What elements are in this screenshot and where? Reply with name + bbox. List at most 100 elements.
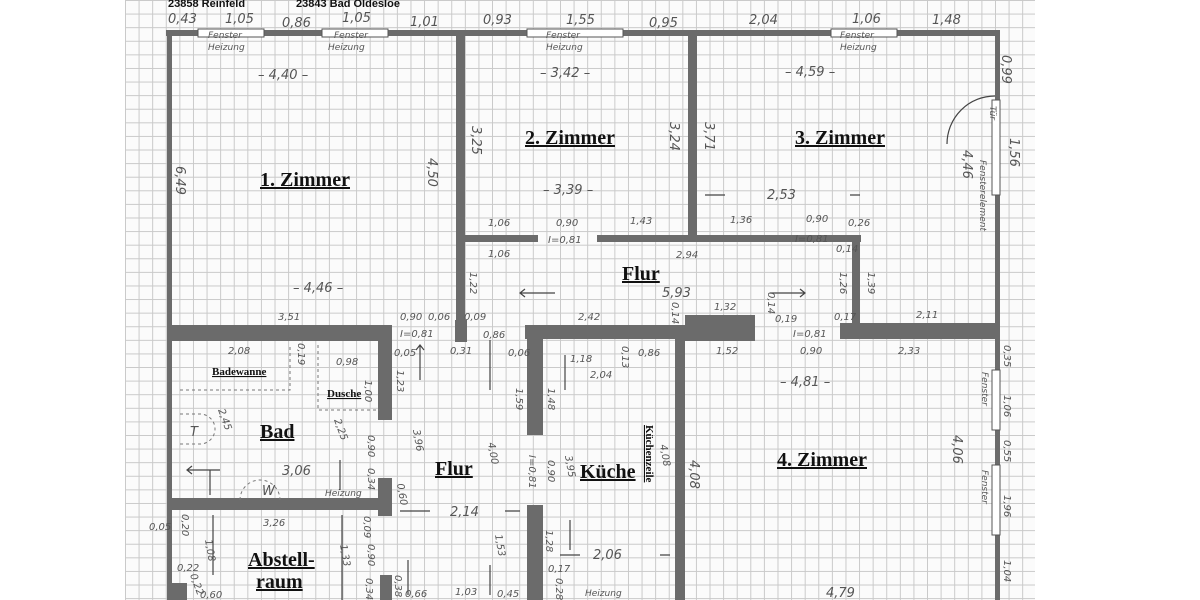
dimension-label: – 4,46 – (293, 281, 343, 296)
dimension-label: 1,48 (932, 13, 961, 28)
label-dusche: Dusche (327, 388, 361, 400)
dimension-label: 1,22 (467, 272, 478, 294)
dimension-label: 0,99 (998, 55, 1013, 84)
dimension-label: 0,90 (800, 346, 822, 357)
dimension-label: 3,95 (562, 455, 577, 479)
dimension-label: 2,45 (215, 407, 233, 432)
dimension-label: I=0,81 (400, 329, 434, 340)
dimension-label: 1,06 (488, 218, 510, 229)
fenster-label: Fenster (979, 372, 989, 407)
dimension-label: 4,00 (485, 442, 500, 466)
dimension-label: 2,08 (228, 346, 250, 357)
dimension-label: 1,48 (545, 388, 556, 410)
heizung-label: Heizung (208, 43, 245, 53)
dimension-label: I=0,81 (793, 329, 827, 340)
dimension-label: 0,19 (295, 343, 306, 365)
dimension-label: 0,14 (765, 292, 776, 314)
dimension-label: – 3,42 – (540, 66, 590, 81)
dimension-label: 0,05 (394, 348, 416, 359)
dimension-label: 0,19 (775, 314, 797, 325)
fenster-label: Fenster (208, 31, 243, 41)
fenster-label: Fenster (334, 31, 369, 41)
room-label-zimmer-1: 1. Zimmer (260, 169, 350, 191)
room-label-zimmer-2: 2. Zimmer (525, 127, 615, 149)
dimension-label: 0,98 (336, 357, 358, 368)
dimension-label: 0,26 (848, 218, 870, 229)
dimension-label: 1,39 (865, 272, 876, 294)
dimension-label: 0,90 (365, 435, 376, 457)
dimension-label: 1,08 (202, 539, 217, 563)
dimension-label: 1,26 (837, 272, 848, 294)
dimension-label: 4,46 (959, 150, 974, 179)
dimension-label: I=0,81 (526, 455, 537, 489)
window (197, 28, 265, 38)
dimension-label: 1,05 (342, 11, 371, 26)
right-dimensions: 0,35 1,06 0,55 1,96 1,04 (1001, 345, 1012, 582)
dimension-label: 0,28 (553, 578, 564, 600)
dimension-label: 0,22 (177, 563, 199, 574)
dimension-label: 1,18 (570, 354, 592, 365)
dimension-label: 2,14 (450, 505, 479, 520)
dimension-label: I=0,81 (795, 234, 829, 245)
room-label-zimmer-4: 4. Zimmer (777, 449, 867, 471)
toilet-label: T (190, 425, 199, 440)
dimension-label: 0,90 (806, 214, 828, 225)
dimension-label: 1,32 (714, 302, 736, 313)
dimension-label: 1,36 (730, 215, 752, 226)
heizung-label: Heizung (546, 43, 583, 53)
window (526, 28, 624, 38)
dimension-label: 2,06 (593, 548, 622, 563)
dimension-label: 0,38 (392, 575, 403, 597)
room-label-abstellraum: raum (256, 571, 303, 593)
dimension-label: 0,13 (619, 346, 630, 368)
label-kuechenzeile: Küchenzeile (643, 425, 655, 483)
dimension-label: 3,24 (666, 122, 681, 151)
dimension-label: 0,90 (556, 218, 578, 229)
dimension-label: 2,04 (590, 370, 612, 381)
kueche-dimensions: 1,18 0,13 0,86 2,04 1,48 1,59 I=0,81 0,9… (513, 346, 672, 600)
bathtub-outline (180, 345, 291, 391)
dimension-label: 0,60 (200, 590, 222, 600)
dimension-label: 1,06 (488, 249, 510, 260)
room-label-flur: Flur (435, 458, 473, 480)
dimension-label: 0,86 (282, 16, 311, 31)
heizung-label: Heizung (325, 489, 362, 499)
dimension-label: 1,33 (337, 544, 352, 568)
window (991, 464, 1001, 536)
top-dimensions: 0,43 1,05 0,86 1,05 1,01 0,93 1,55 0,95 … (168, 11, 961, 31)
windows (197, 28, 1001, 536)
tuer-label: Tür (987, 106, 997, 121)
dimension-label: – 4,40 – (258, 68, 308, 83)
bad-dimensions: 2,08 0,19 0,98 1,00 1,23 0,05 2,45 2,25 … (149, 343, 416, 536)
dimension-label: 0,34 (363, 578, 374, 600)
washbasin-outline (239, 479, 281, 501)
dimension-label: 0,20 (179, 514, 190, 536)
dimension-label: 1,56 (1006, 138, 1021, 167)
dimension-label: 2,94 (676, 250, 698, 261)
dimension-label: 0,43 (168, 12, 197, 27)
dimension-label: 2,42 (578, 312, 600, 323)
dimension-label: 1,55 (566, 13, 595, 28)
dimension-label: 3,06 (282, 464, 311, 479)
dimension-label: 4,50 (424, 158, 439, 187)
dimension-label: 0,55 (1001, 440, 1012, 462)
dimension-label: 1,52 (716, 346, 738, 357)
room-label-bad: Bad (260, 421, 294, 443)
fensterelement-label: Fensterelement (977, 160, 987, 231)
dimension-label: I=0,81 (548, 235, 582, 246)
dimension-label: 1,06 (1001, 395, 1012, 417)
dimension-label: 4,79 (826, 586, 855, 600)
dimension-arrows (186, 194, 860, 600)
dimension-label: 6,49 (172, 166, 187, 195)
flur-dimensions: 3,96 4,00 0,60 2,14 0,09 0,90 1,33 1,08 … (177, 429, 519, 600)
address-right: 23843 Bad Oldesloe (296, 0, 400, 10)
heizung-label: Heizung (585, 589, 622, 599)
dimension-label: 4,06 (949, 435, 964, 464)
mid-row-dimensions: 3,51 0,90 0,06 0,09 I=0,81 2,42 0,14 0,1… (278, 302, 938, 359)
heizung-label: Heizung (328, 43, 365, 53)
dimension-label: 1,05 (225, 12, 254, 27)
dimension-label: – 4,59 – (785, 65, 835, 80)
dimension-label: 0,05 (149, 522, 171, 533)
dimension-label: 0,95 (649, 16, 678, 31)
